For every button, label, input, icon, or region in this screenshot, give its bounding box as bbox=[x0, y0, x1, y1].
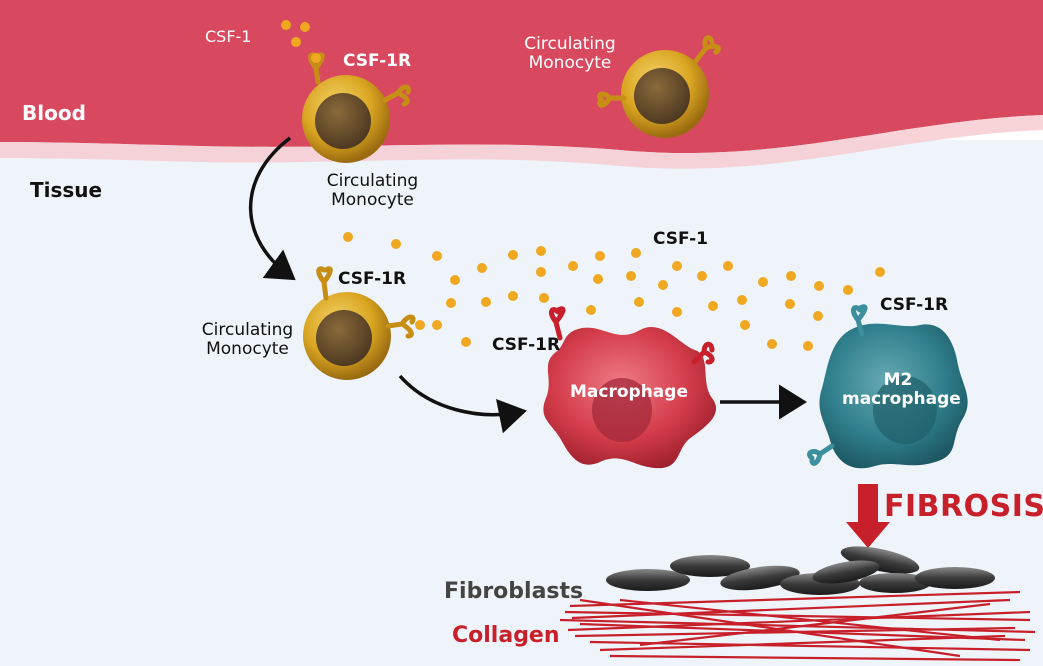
monocyte-exit-line2: Monocyte bbox=[331, 189, 414, 210]
monocyte-blood-right-line2: Monocyte bbox=[528, 52, 612, 73]
monocyte-tissue bbox=[303, 266, 425, 380]
monocyte-blood-right bbox=[597, 35, 721, 138]
monocyte-tissue-line2: Monocyte bbox=[206, 338, 289, 359]
blood-vessel-edge bbox=[0, 115, 1043, 169]
m2-macrophage-label: M2 macrophage bbox=[842, 370, 961, 409]
csf1-tissue-dots bbox=[343, 232, 885, 351]
monocyte-tissue-line1: Circulating bbox=[201, 320, 294, 340]
m2-macrophage-cell bbox=[807, 304, 968, 469]
differentiation-arrow bbox=[398, 374, 527, 434]
macrophage-cell bbox=[543, 306, 717, 469]
blood-label: Blood bbox=[22, 101, 86, 125]
monocyte-blood-right-line1: Circulating bbox=[524, 34, 616, 54]
macrophage-label: Macrophage bbox=[570, 382, 688, 402]
monocyte-tissue-label: Circulating Monocyte bbox=[190, 321, 305, 358]
monocyte-exit-line1: Circulating bbox=[326, 171, 419, 191]
migration-arrow bbox=[248, 136, 296, 281]
fibrosis-arrow bbox=[846, 484, 890, 548]
monocyte-exit-label: Circulating Monocyte bbox=[315, 172, 430, 209]
collagen-label: Collagen bbox=[452, 623, 560, 648]
monocyte-blood-right-label: Circulating Monocyte bbox=[515, 35, 625, 72]
tissue-label: Tissue bbox=[30, 178, 103, 202]
csf1r-label-blood: CSF-1R bbox=[343, 51, 412, 71]
m2-line1: M2 bbox=[883, 370, 913, 390]
csf1r-label-tissue-monocyte: CSF-1R bbox=[338, 269, 407, 289]
fibroblasts-label: Fibroblasts bbox=[444, 579, 584, 604]
csf1r-label-m2: CSF-1R bbox=[880, 295, 949, 315]
monocyte-blood-left bbox=[302, 52, 411, 163]
csf1-label-tissue: CSF-1 bbox=[653, 229, 709, 249]
fibrosis-label: FIBROSIS bbox=[884, 489, 1043, 524]
m2-line2: macrophage bbox=[842, 388, 961, 409]
fibroblast-cluster bbox=[606, 546, 995, 595]
collagen-fibers bbox=[559, 590, 1036, 662]
csf1-dot bbox=[300, 22, 310, 32]
csf1-label-blood: CSF-1 bbox=[205, 27, 252, 46]
csf1-dot bbox=[281, 20, 291, 30]
blood-vessel bbox=[0, 0, 1043, 154]
csf1r-label-macrophage: CSF-1R bbox=[492, 335, 561, 355]
csf1-dot bbox=[291, 37, 301, 47]
